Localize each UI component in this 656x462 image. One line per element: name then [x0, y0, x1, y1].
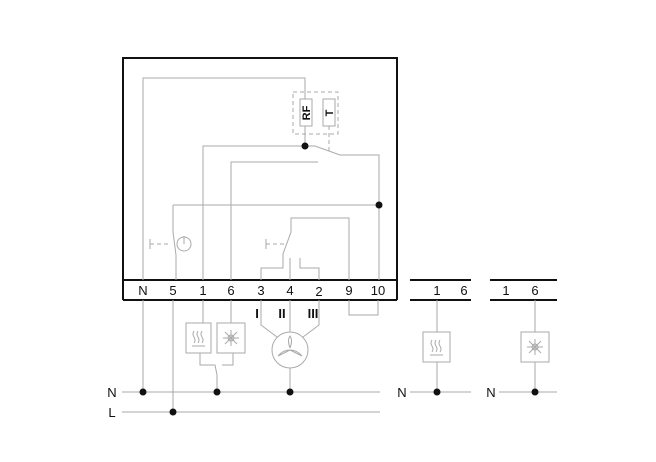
heater-icon [430, 339, 443, 356]
neutral-label: N [107, 385, 116, 400]
t-label: T [324, 109, 336, 116]
live-label: L [108, 405, 115, 420]
terminal-2: 2 [315, 284, 322, 299]
controller-housing [122, 57, 398, 280]
terminal-6: 6 [227, 283, 234, 298]
snowflake-icon [527, 339, 543, 355]
external-wiring: I II III N L [107, 300, 380, 420]
terminal-1: 1 [199, 283, 206, 298]
rf-label: RF [301, 105, 313, 120]
heater-group: 1 6 N [397, 279, 471, 400]
heater-neutral-label: N [397, 385, 406, 400]
fan-icon [277, 335, 303, 357]
cooler-neutral-label: N [486, 385, 495, 400]
internal-wiring: RF T [142, 77, 383, 280]
terminal-3: 3 [257, 283, 264, 298]
cooler-group: 1 6 N [486, 279, 557, 400]
cooler-box [520, 331, 550, 363]
cooler-box [216, 322, 246, 354]
heater-terminal-1: 1 [433, 283, 440, 298]
power-icon [176, 236, 192, 252]
heater-icon [192, 330, 205, 347]
sensor-enclosure [292, 91, 339, 135]
cooler-terminal-1: 1 [502, 283, 509, 298]
fan-speed-III: III [308, 306, 319, 321]
heater-box [185, 322, 212, 354]
fan-speed-I: I [255, 306, 259, 321]
fan-speed-II: II [278, 306, 285, 321]
terminal-N: N [138, 283, 147, 298]
terminal-labels: N 5 1 6 3 4 2 9 10 [138, 283, 385, 299]
terminal-4: 4 [286, 283, 293, 298]
terminal-9: 9 [345, 283, 352, 298]
terminal-5: 5 [169, 283, 176, 298]
heater-terminal-6: 6 [460, 283, 467, 298]
heater-box [422, 331, 451, 363]
rf-sensor [299, 98, 313, 127]
cooler-terminal-6: 6 [531, 283, 538, 298]
snowflake-icon [223, 330, 239, 346]
terminal-10: 10 [371, 283, 385, 298]
